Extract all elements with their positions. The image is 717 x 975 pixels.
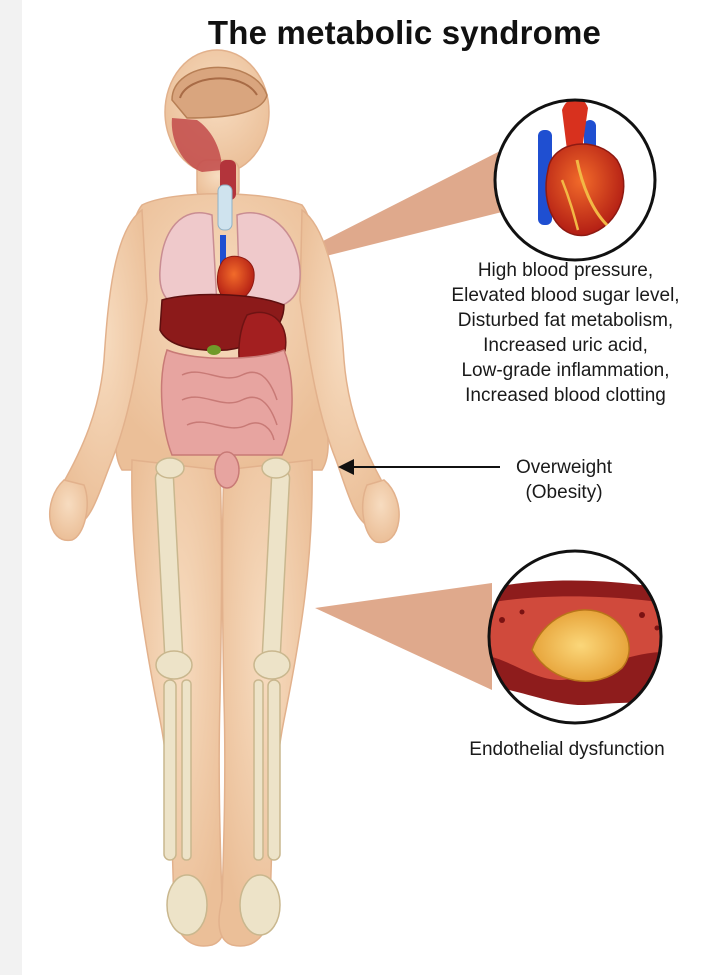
trachea [218,185,232,230]
heart-callout-line: Increased blood clotting [414,383,717,408]
heart-callout-line: Low-grade inflammation, [414,358,717,383]
heart-callout-line: Increased uric acid, [414,333,717,358]
obesity-label: Overweight [484,455,644,480]
obesity-callout-text: Overweight (Obesity) [484,455,644,505]
heart-callout-circle [495,98,655,260]
illustration-page: The metabolic syndrome High blood pressu… [22,0,717,975]
heart-callout-text: High blood pressure, Elevated blood suga… [414,258,717,408]
vessel-callout-label: Endothelial dysfunction [432,737,702,762]
vessel-callout-beam [315,583,492,690]
obesity-sublabel: (Obesity) [484,480,644,505]
vessel-callout-circle [482,551,672,723]
heart-callout-line: Elevated blood sugar level, [414,283,717,308]
page-title: The metabolic syndrome [22,14,717,52]
heart-callout-line: High blood pressure, [414,258,717,283]
heart-callout-line: Disturbed fat metabolism, [414,308,717,333]
